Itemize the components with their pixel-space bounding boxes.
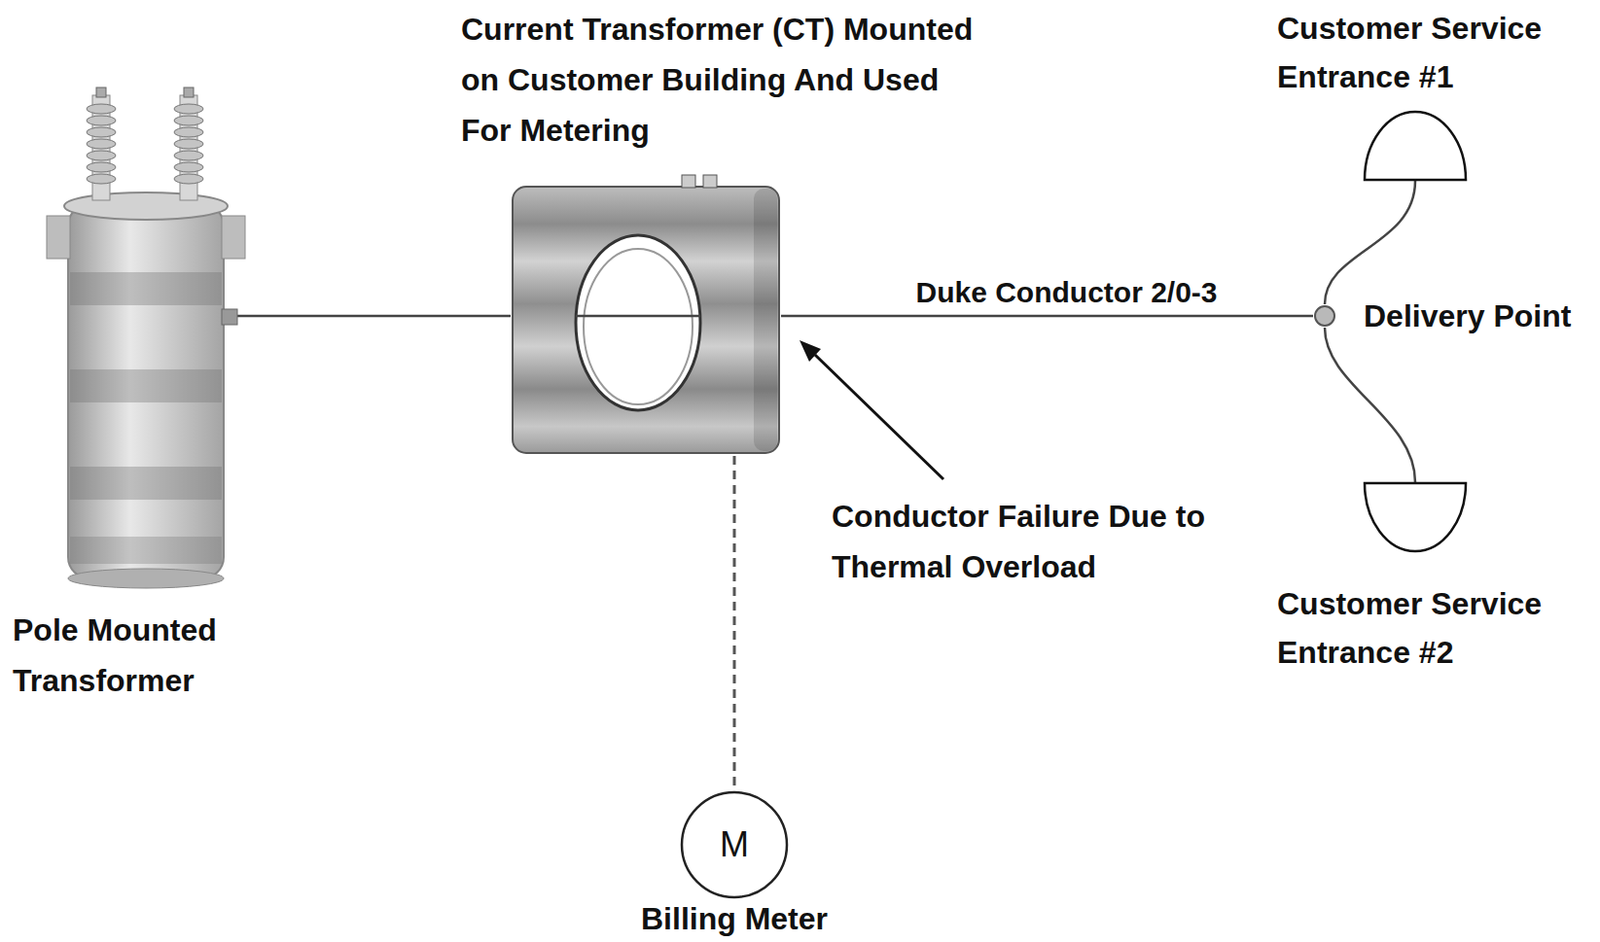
node-label: Billing Meter bbox=[620, 900, 849, 938]
diagram-node: Customer Service Entrance #2 bbox=[1264, 476, 1596, 681]
service-entrance-symbol bbox=[1361, 480, 1469, 557]
conductor-line bbox=[1324, 180, 1416, 305]
signal-connector bbox=[734, 456, 736, 790]
leader-line bbox=[815, 355, 944, 480]
node-label: Customer Service Entrance #1 bbox=[1277, 3, 1591, 102]
diagram-node: MBilling Meter bbox=[620, 785, 849, 942]
transformer-illustration bbox=[40, 87, 250, 594]
node-label: Current Transformer (CT) Mounted on Cust… bbox=[461, 3, 977, 156]
current-transformer-illustration bbox=[510, 175, 782, 458]
node-label: Customer Service Entrance #2 bbox=[1277, 579, 1591, 677]
arrow-head bbox=[799, 340, 821, 362]
delivery-point-dot bbox=[1313, 304, 1337, 328]
meter-symbol-letter: M bbox=[678, 789, 790, 901]
conductor-line bbox=[235, 316, 511, 318]
node-label: Pole Mounted Transformer bbox=[12, 604, 290, 707]
diagram-node: Current Transformer (CT) Mounted on Cust… bbox=[457, 0, 1002, 467]
conductor-line bbox=[1324, 327, 1416, 483]
service-entrance-symbol bbox=[1361, 106, 1469, 183]
conductor-line bbox=[781, 316, 1314, 318]
diagram-node: Pole Mounted Transformer bbox=[7, 81, 292, 712]
edge-label: Duke Conductor 2/0-3 bbox=[911, 275, 1221, 311]
callout-label: Conductor Failure Due to Thermal Overloa… bbox=[831, 491, 1236, 593]
node-label: Delivery Point bbox=[1363, 296, 1590, 336]
diagram-node: Delivery Point bbox=[1303, 289, 1596, 343]
diagram-node: Customer Service Entrance #1 bbox=[1264, 0, 1596, 190]
